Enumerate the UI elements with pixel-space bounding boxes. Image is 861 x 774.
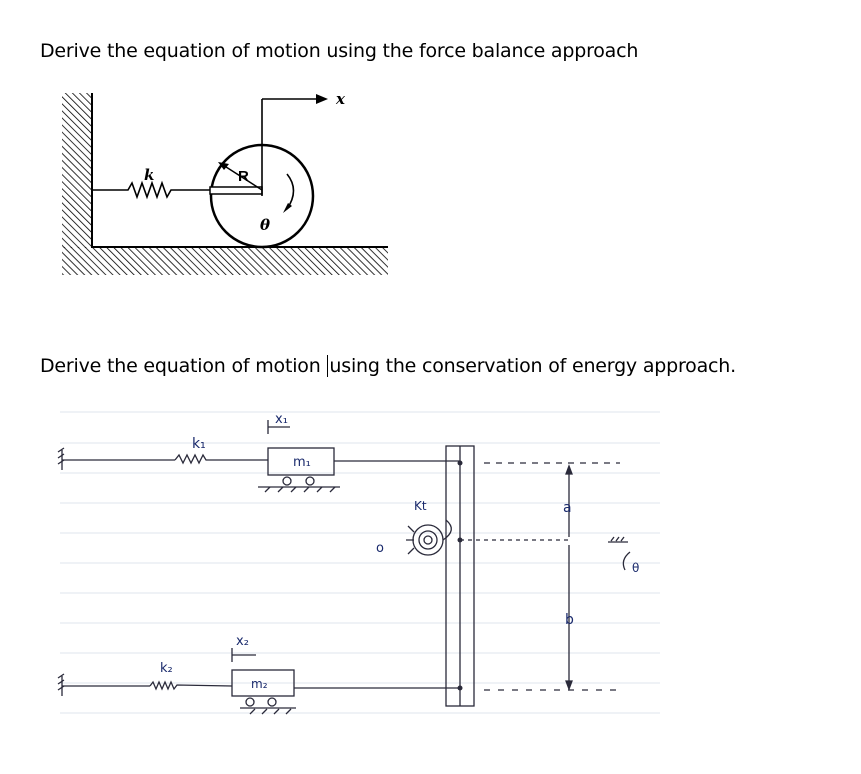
dim-arrow-bottom [565,680,573,691]
figure-2-lever-system: x₁ k₁ m₁ Kt o a b θ x₂ k₂ m₂ [57,411,660,715]
wheel-m1-right [305,476,315,486]
label-theta: θ [260,216,270,234]
label-kt: Kt [414,499,427,513]
question-2-text-part-1: Derive the equation of motion [40,355,327,377]
torsion-spring-mid [418,530,438,550]
wall-1-hatch [57,447,65,465]
label-m1: m₁ [293,455,311,470]
torsion-spring-inner [423,535,433,545]
label-theta-2: θ [632,561,639,575]
label-k: k [144,166,154,184]
label-r: R [238,168,249,185]
label-k2: k₂ [160,661,173,676]
ground-m1-hatch [264,486,336,493]
wheel-m1-left [282,476,292,486]
wall-2-hatch [57,673,65,691]
label-b: b [565,612,574,628]
question-1-text: Derive the equation of motion using the … [40,40,639,62]
mass-m2 [231,669,295,697]
radius-r-line [222,164,263,191]
label-a: a [563,500,572,516]
label-x1: x₁ [275,412,288,427]
torsion-spring-outer [412,524,444,556]
wheel-m2-left [245,697,255,707]
theta-arrow [622,551,631,571]
pivot-support [406,525,415,555]
torsion-spring-lead [442,519,452,541]
radius-arrowhead [218,162,229,170]
wheel-m2-right [267,697,277,707]
spring-k1 [174,453,268,465]
label-x: x [335,90,346,108]
dim-arrow-top [565,464,573,475]
figure-1-disk-spring: x k R θ [62,90,388,275]
notebook-ruling [60,411,660,714]
spring-k2 [149,680,233,691]
label-k1: k₁ [192,436,206,452]
question-2-text-part-2: using the conservation of energy approac… [329,355,736,377]
question-2-text: Derive the equation of motion using the … [40,355,736,377]
ground-hatch [62,247,388,275]
pin-bottom [457,685,463,691]
label-o: o [376,541,384,556]
theta-arrowhead [283,203,292,213]
theta-hatch [608,536,628,543]
disk-arm [209,186,263,195]
label-x2: x₂ [236,634,249,649]
text-cursor [327,355,329,377]
pin-pivot [457,537,463,543]
spring-k [92,180,210,200]
ground-m2-hatch [249,708,292,715]
label-m2: m₂ [251,677,268,691]
x-arrowhead [316,94,328,104]
pin-top [457,460,463,466]
wall-hatch [62,93,92,248]
